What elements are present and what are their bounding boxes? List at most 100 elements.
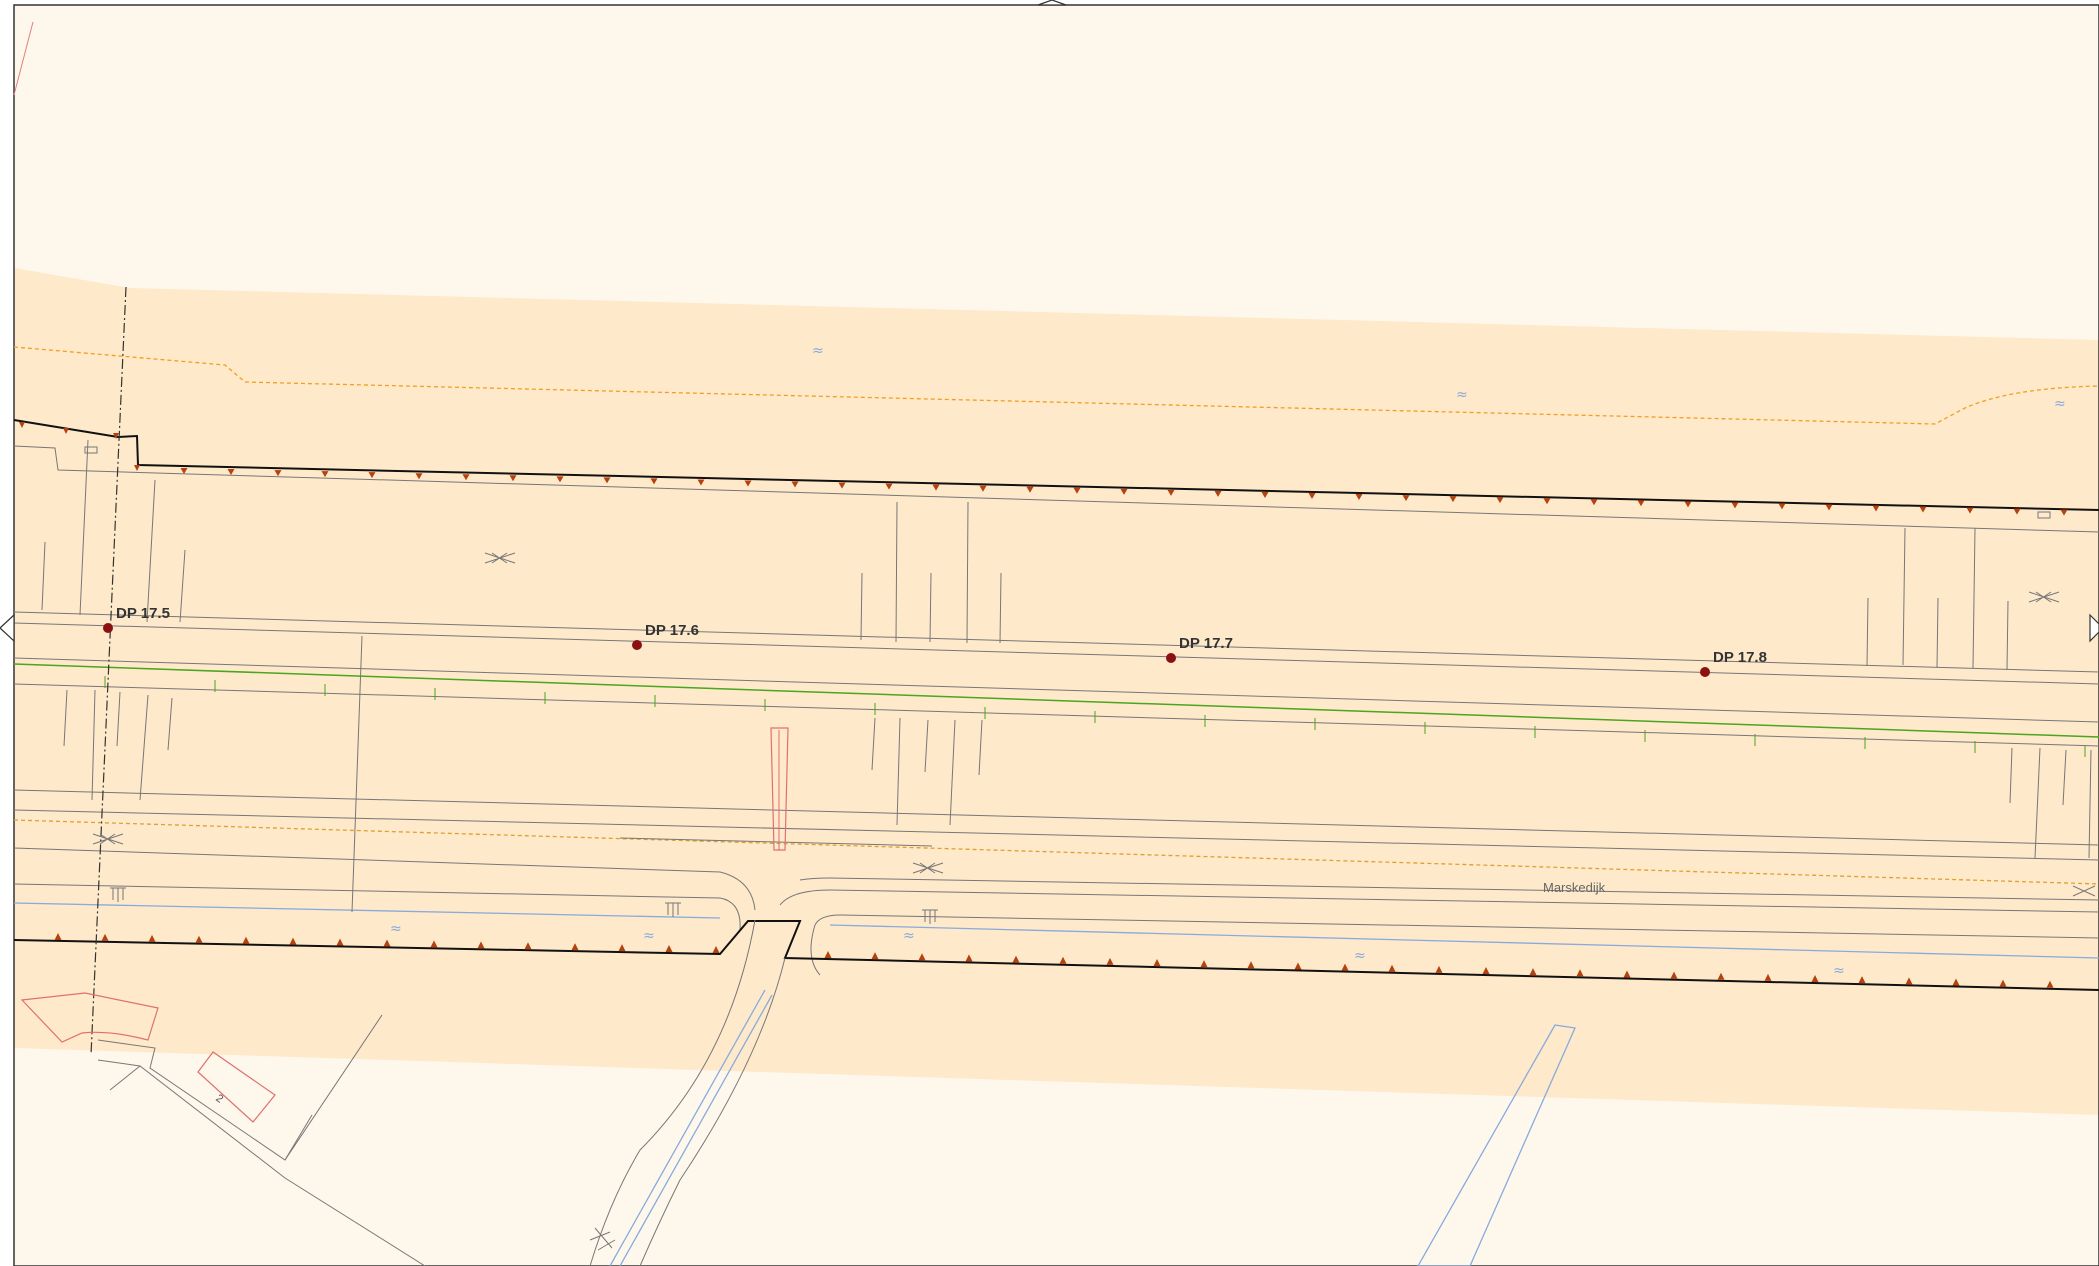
- embankment-triangle: [336, 938, 344, 946]
- embankment-triangle: [1670, 971, 1678, 979]
- small-structure: [84, 446, 98, 454]
- embankment-triangle: [101, 933, 109, 941]
- dike-point-marker[interactable]: [632, 640, 642, 650]
- embankment-triangle: [1167, 489, 1175, 496]
- water-ditch: [1417, 1024, 1576, 1266]
- dike-point-dp-17-5[interactable]: DP 17.5: [103, 605, 170, 633]
- embankment-triangle: [1576, 969, 1584, 977]
- water-line: [619, 994, 773, 1266]
- road-edge: [284, 1014, 383, 1161]
- road-edge: [799, 877, 2099, 901]
- dike-point-dp-17-6[interactable]: DP 17.6: [632, 622, 699, 650]
- embankment-triangle: [1026, 486, 1034, 493]
- embankment-triangle: [1482, 967, 1490, 975]
- embankment-triangle: [1811, 975, 1819, 983]
- embankment-triangle: [650, 478, 658, 485]
- water-symbol: ≈ ≈ ≈ ≈ ≈ ≈ ≈ ≈: [390, 343, 2066, 979]
- embankment-triangle: [54, 933, 62, 940]
- embankment-triangle: [1919, 506, 1927, 513]
- dike-point-dp-17-7[interactable]: DP 17.7: [1166, 635, 1233, 663]
- embankment-triangle: [1529, 968, 1537, 976]
- embankment-triangle: [1872, 505, 1880, 512]
- embankment-triangle: [1952, 978, 1960, 986]
- marsh-symbol: [92, 552, 2096, 1251]
- embankment-triangle: [932, 484, 940, 491]
- embankment-triangle: [1966, 507, 1974, 514]
- road-edge: [109, 1065, 141, 1091]
- embankment-triangle: [524, 942, 532, 950]
- dike-point-marker[interactable]: [103, 623, 113, 633]
- embankment-triangle: [242, 936, 250, 944]
- embankment-triangle: [697, 479, 705, 486]
- svg-text:≈: ≈: [1354, 948, 1366, 964]
- embankment-triangle: [1731, 502, 1739, 509]
- house-number-label: 2: [213, 1092, 225, 1105]
- dike-zone: [14, 268, 2099, 1115]
- road-edge: [13, 622, 2099, 685]
- embankment-triangle: [1435, 965, 1443, 973]
- svg-text:≈: ≈: [643, 928, 655, 944]
- road-edge: [13, 809, 2099, 861]
- svg-text:≈: ≈: [1833, 963, 1845, 979]
- embankment-triangle: [2013, 508, 2021, 515]
- dashed-boundary-lower: [13, 819, 2099, 885]
- small-structure: [2037, 511, 2051, 519]
- dike-crest-upper: [13, 419, 2099, 511]
- embankment-triangle: [1637, 500, 1645, 507]
- embankment-triangle: [1496, 497, 1504, 504]
- embankment-triangle: [556, 476, 564, 483]
- embankment-triangle: [1684, 501, 1692, 508]
- embankment-triangle: [1388, 964, 1396, 972]
- embankment-triangle: [2046, 980, 2054, 988]
- embankment-triangle: [368, 472, 376, 479]
- embankment-triangle: [1294, 962, 1302, 970]
- embankment-triangle: [885, 483, 893, 490]
- road-edge: [589, 919, 756, 1266]
- embankment-triangle: [1905, 977, 1913, 985]
- nav-arrow-left[interactable]: [0, 613, 15, 643]
- embankment-triangle: [148, 934, 156, 942]
- embankment-triangle: [509, 475, 517, 482]
- embankment-triangle: [180, 468, 188, 474]
- embankment-triangle: [2060, 509, 2068, 516]
- embankment-triangle: [1623, 970, 1631, 978]
- embankment-triangle: [1120, 488, 1128, 495]
- water-line: [609, 989, 766, 1266]
- road-edge: [13, 847, 756, 911]
- svg-text:≈: ≈: [903, 928, 915, 944]
- embankment-triangle: [603, 477, 611, 484]
- embankment-triangle: [1214, 490, 1222, 497]
- embankment-triangle: [1012, 955, 1020, 963]
- embankment-triangle: [1778, 503, 1786, 510]
- street-label: Marskedijk: [1543, 880, 1606, 895]
- svg-text:≈: ≈: [812, 343, 824, 359]
- embankment-triangle: [824, 951, 832, 958]
- road-edge: [810, 924, 821, 976]
- embankment-triangle: [712, 945, 720, 953]
- embankment-triangle: [965, 954, 973, 962]
- road-edge: [97, 1039, 426, 1266]
- road-edge: [639, 957, 786, 1266]
- dike-point-marker[interactable]: [1700, 667, 1710, 677]
- dike-point-dp-17-8[interactable]: DP 17.8: [1700, 649, 1767, 677]
- embankment-triangle: [1590, 499, 1598, 506]
- embankment-triangle: [665, 945, 673, 953]
- nav-arrow-right[interactable]: [2089, 613, 2099, 643]
- building-outline: [197, 1051, 276, 1123]
- embankment-triangle: [918, 953, 926, 961]
- parcel-lines: [41, 439, 2092, 913]
- dashed-boundary-upper: [13, 346, 2099, 425]
- green-route-ticks: [104, 676, 2086, 757]
- road-edge: [13, 445, 2099, 533]
- embankment-triangle: [791, 481, 799, 488]
- embankment-triangle: [1543, 498, 1551, 505]
- embankment-triangle: [289, 937, 297, 945]
- embankment-triangle: [838, 482, 846, 489]
- embankment-triangle: [1717, 972, 1725, 980]
- dike-point-marker[interactable]: [1166, 653, 1176, 663]
- building-outline: [770, 727, 789, 851]
- embankment-triangle: [1825, 504, 1833, 511]
- embankment-triangle: [1764, 973, 1772, 981]
- nav-arrow-up[interactable]: [1037, 0, 1067, 6]
